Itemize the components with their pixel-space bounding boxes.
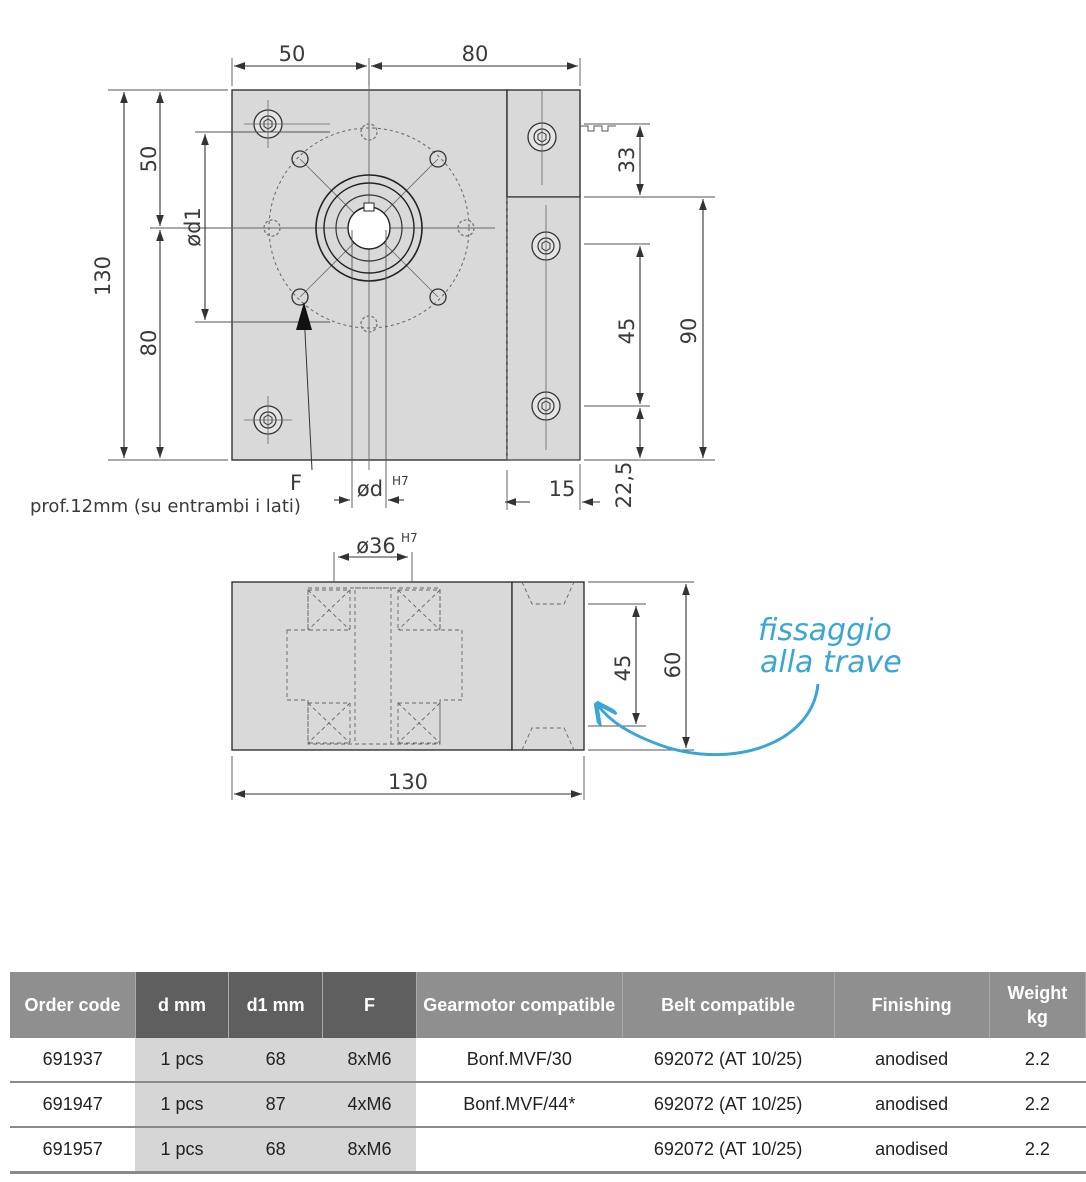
cell-gearmotor: [416, 1127, 623, 1174]
cell-order-code: 691937: [10, 1038, 136, 1083]
dim-side-60: 60: [661, 652, 685, 679]
dim-side-45: 45: [611, 655, 635, 682]
dim-top-80: 80: [462, 42, 489, 66]
cell-f: 4xM6: [322, 1082, 417, 1128]
handwritten-line-1: fissaggio: [758, 613, 892, 648]
cell-finishing: anodised: [834, 1082, 990, 1128]
cell-weight: 2.2: [989, 1127, 1086, 1174]
front-view-labels: 50 80 130 50 80 ød1 33 45 90 22,5 15 F p…: [30, 42, 701, 517]
cell-weight: 2.2: [989, 1038, 1086, 1083]
label-bore-36: ø36: [356, 534, 396, 558]
cell-order-code: 691957: [10, 1127, 136, 1174]
table-row: 691937 1 pcs 68 8xM6 Bonf.MVF/30 692072 …: [10, 1038, 1086, 1083]
beam-mounting-callout: fissaggio alla trave: [597, 613, 902, 757]
dim-bottom-15: 15: [549, 477, 576, 501]
col-d1: d1 mm: [228, 972, 324, 1038]
dim-overall-130: 130: [91, 256, 115, 296]
cell-gearmotor: Bonf.MVF/44*: [416, 1082, 623, 1128]
cell-belt: 692072 (AT 10/25): [622, 1082, 834, 1128]
cell-d: 1 pcs: [135, 1038, 229, 1083]
cell-finishing: anodised: [834, 1038, 990, 1083]
cell-f: 8xM6: [322, 1038, 417, 1083]
side-view: ø36 H7 45 60 130: [231, 531, 694, 800]
col-belt: Belt compatible: [622, 972, 835, 1038]
dim-right-33: 33: [615, 147, 639, 174]
label-bore-36-tolerance: H7: [401, 531, 418, 545]
technical-drawing: 50 80 130 50 80 ød1 33 45 90 22,5 15 F p…: [30, 42, 902, 800]
cell-d1: 68: [228, 1127, 323, 1174]
dim-top-50: 50: [279, 42, 306, 66]
cell-f: 8xM6: [322, 1127, 417, 1174]
cell-order-code: 691947: [10, 1082, 136, 1128]
col-order-code: Order code: [10, 972, 136, 1038]
cell-d: 1 pcs: [135, 1082, 229, 1128]
cell-finishing: anodised: [834, 1127, 990, 1174]
col-weight: Weight kg: [989, 972, 1086, 1038]
side-body: [231, 581, 513, 751]
cell-d: 1 pcs: [135, 1127, 229, 1174]
depth-note: prof.12mm (su entrambi i lati): [30, 496, 301, 517]
cell-gearmotor: Bonf.MVF/30: [416, 1038, 623, 1083]
shaft-bore: [347, 206, 391, 250]
curved-arrow: [597, 683, 820, 757]
front-view: [210, 70, 616, 470]
cell-weight: 2.2: [989, 1082, 1086, 1128]
keyway: [363, 202, 375, 212]
dim-right-22-5: 22,5: [612, 462, 636, 509]
col-d: d mm: [135, 972, 230, 1038]
cell-belt: 692072 (AT 10/25): [622, 1038, 834, 1083]
handwritten-line-2: alla trave: [760, 645, 902, 680]
col-f: F: [322, 972, 417, 1038]
dim-side-130: 130: [388, 770, 428, 794]
cell-belt: 692072 (AT 10/25): [622, 1127, 834, 1174]
dim-right-90: 90: [677, 318, 701, 345]
cell-d1: 68: [228, 1038, 323, 1083]
f-leader-arrow: [296, 302, 312, 330]
dim-d1: ød1: [181, 207, 205, 247]
col-gearmotor: Gearmotor compatible: [416, 972, 623, 1038]
dimension-lines: [120, 62, 707, 506]
hub-outer: [315, 174, 423, 282]
side-clamp-block: [511, 581, 585, 751]
threaded-holes: [263, 123, 475, 333]
spec-table: Order code d mm d1 mm F Gearmotor compat…: [10, 972, 1086, 1174]
label-bore-d-tolerance: H7: [392, 474, 409, 488]
cell-d1: 87: [228, 1082, 323, 1128]
dim-right-45: 45: [615, 318, 639, 345]
plate-body: [231, 89, 508, 461]
table-row: 691947 1 pcs 87 4xM6 Bonf.MVF/44* 692072…: [10, 1082, 1086, 1128]
dim-left-50: 50: [137, 146, 161, 173]
table-row: 691957 1 pcs 68 8xM6 692072 (AT 10/25) a…: [10, 1127, 1086, 1174]
col-finishing: Finishing: [834, 972, 990, 1038]
label-bore-d: ød: [357, 477, 383, 501]
table-header-row: Order code d mm d1 mm F Gearmotor compat…: [10, 972, 1086, 1038]
dim-left-80: 80: [137, 330, 161, 357]
label-f: F: [290, 471, 302, 495]
